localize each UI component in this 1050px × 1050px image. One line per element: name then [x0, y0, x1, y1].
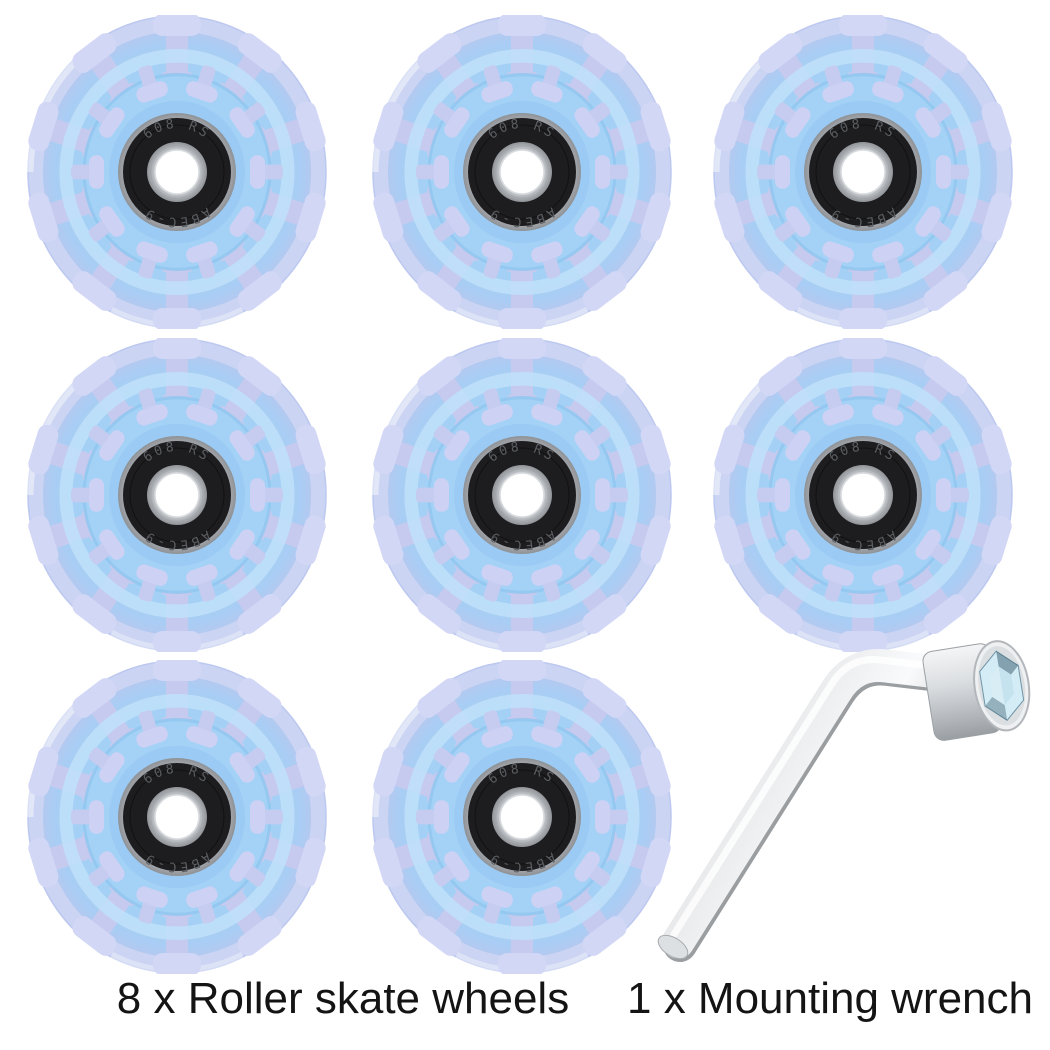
wrench-handle-tip [657, 934, 689, 960]
mounting-wrench [657, 640, 1031, 962]
roller-skate-wheel [27, 660, 327, 974]
wheels-caption: 8 x Roller skate wheels [116, 974, 570, 1023]
wrench-socket-head [922, 640, 1031, 741]
roller-skate-wheel [372, 338, 672, 652]
wrench-caption: 1 x Mounting wrench [627, 974, 1033, 1023]
roller-skate-wheel [713, 338, 1013, 652]
roller-skate-wheel [27, 15, 327, 329]
roller-skate-wheel [372, 15, 672, 329]
wrench-handle [657, 649, 965, 962]
roller-skate-wheel [713, 15, 1013, 329]
roller-skate-wheel [27, 338, 327, 652]
socket-hex-opening [979, 650, 1025, 722]
